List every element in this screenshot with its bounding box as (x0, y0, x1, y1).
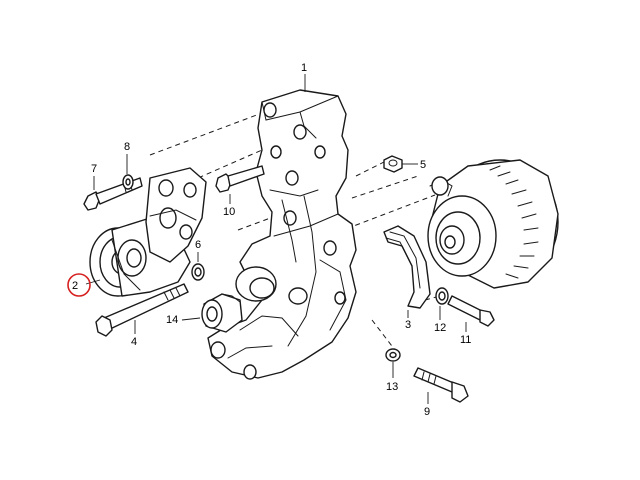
callout-leaders (85, 74, 467, 404)
bolt-part-10 (215, 165, 265, 193)
bolt-part-11 (447, 295, 495, 327)
bracket-part-1 (207, 89, 357, 380)
callout-2: 2 (72, 280, 78, 292)
callout-labels: 1 2 3 4 5 6 7 8 9 10 11 12 13 14 (67, 62, 471, 418)
callout-12: 12 (434, 322, 446, 334)
alternator (427, 159, 559, 289)
callout-10: 10 (223, 206, 235, 218)
callout-9: 9 (424, 406, 430, 418)
bolt-part-9 (413, 367, 469, 403)
washer-part-8 (122, 174, 134, 190)
callout-7: 7 (91, 163, 97, 175)
callout-11: 11 (460, 334, 471, 346)
nut-part-5 (383, 155, 403, 173)
callout-5: 5 (420, 159, 426, 171)
callout-1: 1 (301, 62, 307, 74)
long-bolt-part-4 (95, 283, 189, 337)
callout-4: 4 (131, 336, 137, 348)
callout-8: 8 (124, 141, 130, 153)
ribbed-belt-part-3 (383, 225, 431, 309)
callout-14: 14 (166, 314, 178, 326)
washer-part-6 (191, 263, 205, 281)
bushing-part-14 (201, 293, 243, 333)
callout-6: 6 (195, 239, 201, 251)
tensioner-pulley-part-2 (89, 167, 207, 297)
callout-13: 13 (386, 381, 398, 393)
highlight-circle (67, 273, 91, 297)
callout-3: 3 (405, 319, 411, 331)
washer-part-12 (435, 287, 449, 305)
washer-part-13 (385, 348, 401, 362)
